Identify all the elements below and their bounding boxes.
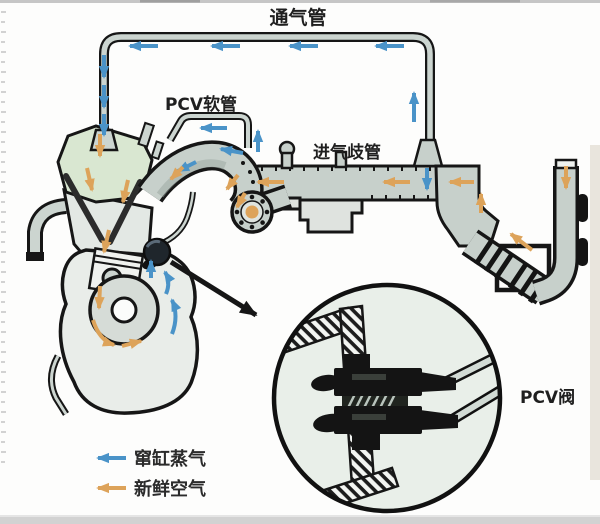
legend: 窜缸蒸气 新鲜空气 [96, 448, 206, 500]
valve-body-highlight [352, 374, 386, 380]
crank-journal [110, 296, 138, 324]
exhaust-pipe-flange [26, 252, 44, 261]
flow-arrow-fresh-air [94, 285, 105, 310]
vent-pipe [99, 32, 435, 150]
flow-arrow-fresh-air [84, 167, 95, 192]
throttle-elbow [434, 164, 500, 248]
pcv-valve-hose-bore [159, 191, 195, 246]
pcv-hose-pipe [166, 112, 252, 148]
vent-pipe-funnel [412, 138, 444, 168]
label-pcv-hose: PCV软管 [165, 94, 237, 115]
air-inlet-duct [532, 166, 576, 303]
diagram-labels: 通气管 PCV软管 进气歧管 PCV阀 [165, 6, 575, 408]
air-intake-assembly [434, 158, 588, 306]
valve-upper-body [334, 368, 422, 396]
legend-label-fresh-air: 新鲜空气 [134, 478, 206, 500]
flow-arrow-fresh-air [225, 173, 240, 191]
legend-item-blowby: 窜缸蒸气 [96, 448, 206, 470]
valve-spring [346, 391, 398, 409]
scan-edge-left [1, 11, 6, 463]
valve-tip-left [311, 374, 341, 392]
exhaust-pipe-bore [30, 201, 67, 254]
runner-shading [156, 159, 227, 198]
manifold-stub [334, 150, 348, 169]
detail-circle-outline [271, 282, 503, 514]
flow-arrow-fresh-air [235, 192, 247, 209]
vent-pipe-outline [99, 32, 435, 150]
flow-arrow-fresh-air [101, 229, 112, 254]
label-vent-pipe: 通气管 [269, 6, 326, 29]
detail-content [274, 304, 500, 511]
detail-circle [271, 282, 503, 514]
piston-ring [93, 260, 141, 270]
flow-arrow-fresh-air [91, 319, 116, 347]
vent-pipe-bore [101, 34, 433, 150]
pcv-valve-body [142, 237, 172, 267]
scan-edge-top [0, 0, 600, 3]
valve-clamp-top [344, 354, 370, 370]
manifold-fitting-stem [280, 151, 294, 170]
runner-flange [230, 190, 274, 234]
flange-center [245, 205, 259, 219]
valves [63, 173, 143, 245]
valve-body-highlight [352, 414, 386, 420]
runner-dots [241, 161, 255, 184]
exhaust-pipe [26, 198, 69, 416]
pcv-valve-cutaway [311, 354, 458, 450]
scan-mark [140, 0, 200, 3]
pcv-hose-bore [168, 114, 250, 148]
manifold-plenum [298, 198, 364, 234]
flow-arrow-fresh-air [121, 338, 143, 349]
pcv-valve-hose [158, 191, 196, 247]
scan-edge-bottom-light [0, 515, 600, 517]
injector-stub [150, 140, 165, 161]
exhaust-downpipe-bore [50, 355, 68, 415]
valve-nipple-lower [420, 410, 458, 430]
flow-arrow-blowby [170, 298, 182, 335]
pcv-valve-highlight [145, 239, 161, 248]
legend-label-blowby: 窜缸蒸气 [134, 448, 206, 470]
scan-edge-right [590, 145, 600, 480]
label-pcv-valve: PCV阀 [520, 387, 575, 408]
resonator-bump [577, 238, 588, 266]
valve-tip-left [313, 413, 347, 433]
flow-arrow-blowby [163, 270, 176, 295]
scan-mark [430, 0, 520, 3]
scan-edge-bottom [0, 517, 600, 524]
fresh-air-flow-arrows [84, 134, 572, 349]
engine [26, 121, 200, 416]
flow-arrow-fresh-air [169, 165, 185, 181]
piston-ring [94, 254, 142, 264]
valve-clamp-bottom [352, 432, 380, 450]
flow-arrow-fresh-air [120, 179, 131, 204]
flow-arrow-fresh-air [509, 232, 534, 252]
flow-arrow-blowby [219, 145, 244, 157]
legend-item-fresh-air: 新鲜空气 [96, 478, 206, 500]
valve-nipple-upper [420, 372, 456, 392]
pointer-arrow [169, 259, 258, 318]
spark-plug [137, 121, 156, 148]
label-intake-manifold: 进气歧管 [313, 142, 381, 163]
resonator-bump [577, 194, 588, 222]
